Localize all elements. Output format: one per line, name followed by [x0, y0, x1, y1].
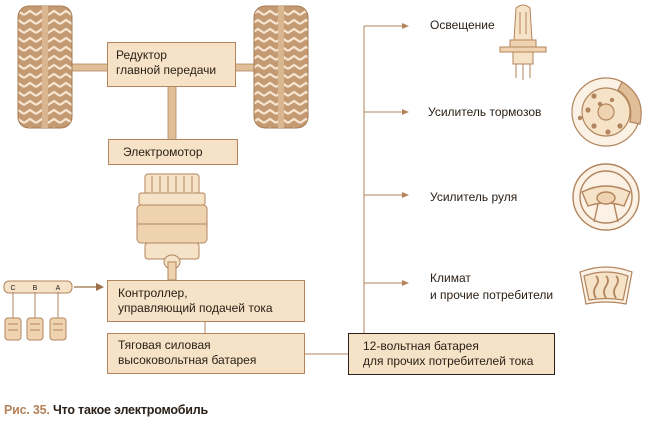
motor-illustration: [136, 173, 208, 281]
traction-battery-box: Тяговая силовая высоковольтная батарея: [107, 333, 305, 374]
steering-wheel-icon: [572, 163, 640, 231]
aux-battery-line1: 12-вольтная батарея: [363, 339, 479, 353]
left-wheel: [17, 5, 73, 129]
pedal-letter-c: C: [10, 285, 15, 292]
consumer-arrowheads: [402, 23, 409, 286]
reducer-box: Редуктор главной передачи: [107, 42, 236, 87]
figure-title: Что такое электромобиль: [52, 403, 209, 417]
aux-battery-line2: для прочих потребителей тока: [363, 354, 534, 368]
figure-caption: Рис. 35. Что такое электромобиль: [4, 403, 208, 417]
reducer-label-line1: Редуктор: [116, 48, 167, 62]
reducer-label-line2: главной передачи: [116, 63, 217, 77]
controller-label-line2: управляющий подачей тока: [118, 301, 273, 315]
aux-battery-box: 12-вольтная батарея для прочих потребите…: [348, 333, 555, 375]
traction-battery-line1: Тяговая силовая: [118, 338, 211, 352]
brake-disc-icon: [571, 77, 642, 147]
motor-label: Электромотор: [123, 145, 203, 159]
windshield-heater-icon: [579, 266, 633, 305]
figure-number: Рис. 35.: [4, 403, 50, 417]
pedals-illustration: [3, 280, 73, 341]
headlight-bulb-icon: [499, 4, 547, 80]
consumer-steering-label: Усилитель руля: [430, 190, 518, 204]
consumer-climate-label-line2: и прочие потребители: [430, 288, 554, 302]
pedal-letter-b: B: [33, 285, 38, 292]
controller-label-line1: Контроллер,: [118, 286, 188, 300]
motor-box: Электромотор: [108, 139, 238, 165]
wiring: [204, 25, 404, 355]
consumer-climate-label-line1: Климат: [430, 271, 471, 285]
right-wheel: [253, 5, 309, 129]
traction-battery-line2: высоковольтная батарея: [118, 353, 257, 367]
controller-box: Контроллер, управляющий подачей тока: [107, 280, 305, 322]
consumer-brake-booster-label: Усилитель тормозов: [428, 105, 542, 119]
pedal-signal-arrow: [74, 283, 104, 291]
consumer-lighting-label: Освещение: [430, 18, 495, 32]
pedal-letter-a: A: [56, 285, 61, 292]
